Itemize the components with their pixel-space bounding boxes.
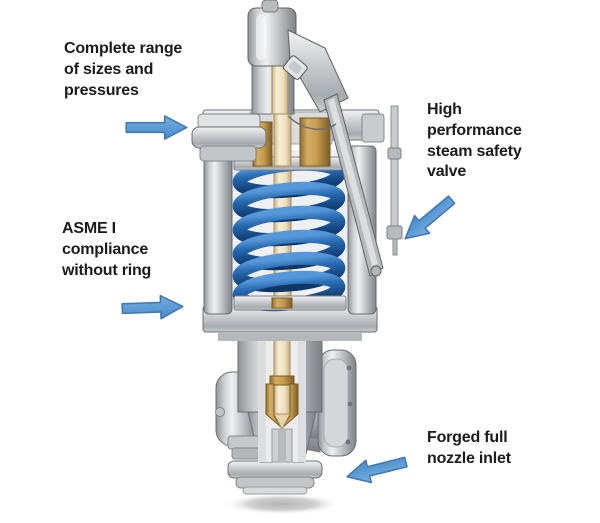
spring bbox=[232, 157, 346, 312]
label-forged-nozzle: Forged full nozzle inlet bbox=[427, 429, 511, 467]
lever bbox=[282, 29, 403, 277]
top-flange bbox=[191, 109, 385, 167]
nozzle-seat bbox=[265, 335, 299, 463]
right-arrow-icon bbox=[121, 294, 185, 321]
valve-illustration bbox=[191, 0, 403, 515]
cap bbox=[247, 0, 297, 115]
label-complete-range: Complete range of sizes and pressures bbox=[64, 40, 183, 99]
label-asme-compliance: ASME I compliance without ring bbox=[62, 220, 152, 279]
valve-shadow bbox=[222, 493, 342, 515]
label-high-performance: High performance steam safety valve bbox=[427, 101, 522, 181]
right-arrow-icon bbox=[125, 115, 188, 140]
